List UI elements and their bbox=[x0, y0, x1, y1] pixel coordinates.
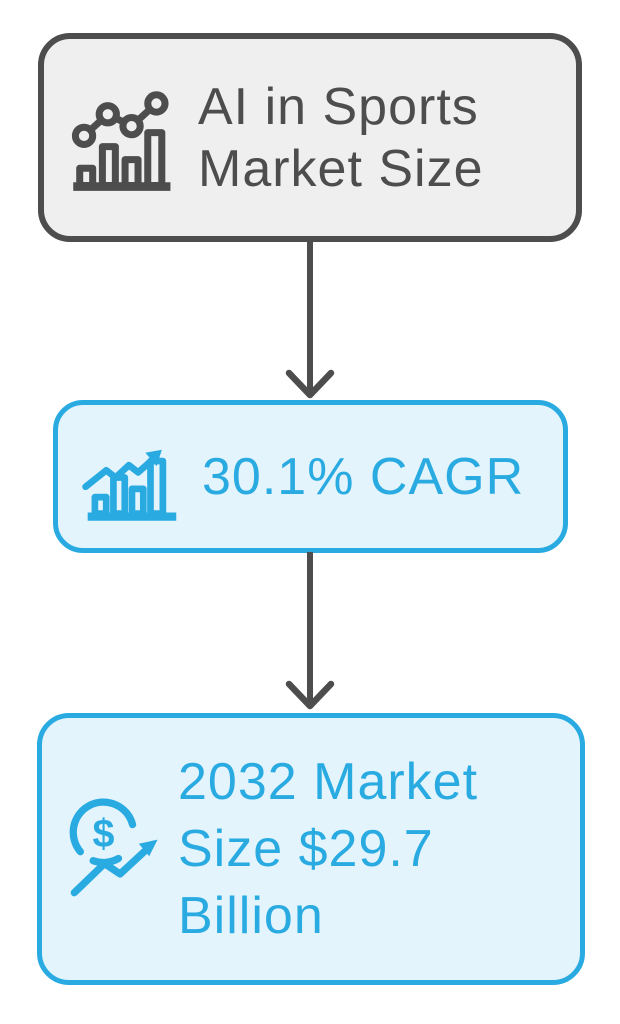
cagr-label: 30.1% CAGR bbox=[202, 446, 524, 508]
market-size-label-line1: AI in Sports bbox=[198, 77, 479, 136]
flow-node-market-size: AI in Sports Market Size bbox=[38, 33, 582, 242]
market-2032-label-line2: Size $29.7 bbox=[178, 819, 434, 878]
market-2032-label-line3: Billion bbox=[178, 886, 324, 945]
dollar-growth-icon: $ bbox=[69, 798, 158, 897]
flow-node-2032-market-size: $ 2032 Market Size $29.7 Billion bbox=[37, 713, 585, 985]
flow-node-cagr: 30.1% CAGR bbox=[53, 400, 568, 553]
combo-chart-icon bbox=[71, 90, 171, 191]
arrowhead-down-icon bbox=[285, 369, 335, 399]
market-2032-label: 2032 Market Size $29.7 Billion bbox=[178, 749, 478, 950]
arrowhead-down-icon bbox=[285, 680, 335, 710]
market-size-label: AI in Sports Market Size bbox=[198, 76, 484, 200]
flow-connector-down-1 bbox=[285, 241, 335, 399]
market-size-label-line2: Market Size bbox=[198, 139, 484, 198]
dollar-sign-glyph: $ bbox=[92, 812, 114, 856]
rising-bar-chart-icon bbox=[82, 449, 177, 521]
flow-connector-down-2 bbox=[285, 552, 335, 710]
cagr-label-line1: 30.1% CAGR bbox=[202, 447, 525, 506]
market-2032-label-line1: 2032 Market bbox=[178, 752, 479, 811]
